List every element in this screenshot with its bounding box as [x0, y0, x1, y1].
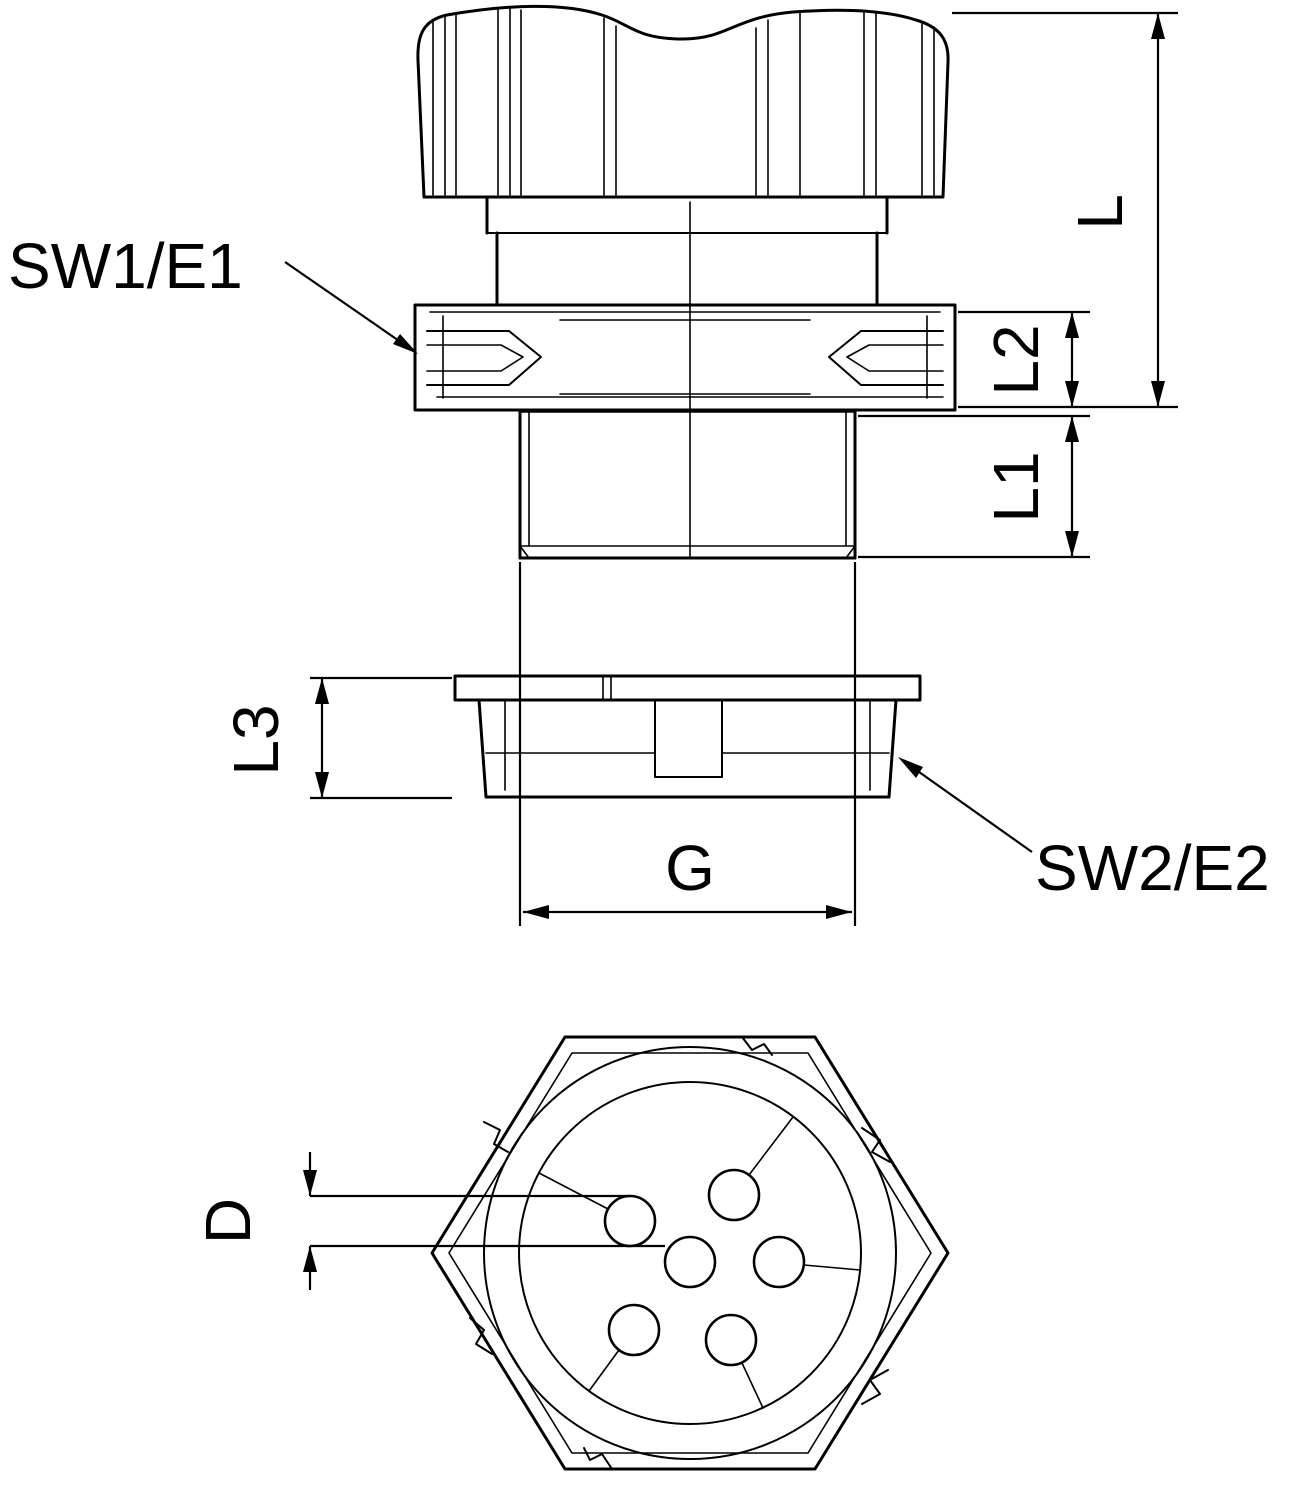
cable-entry-hole [752, 1235, 806, 1289]
hexagon-outline [430, 1035, 950, 1471]
hex-nut-side-view [413, 303, 957, 412]
cable-entry-hole [663, 1235, 717, 1289]
dimension-g: G [518, 562, 857, 926]
cable-entry-hole [707, 1168, 761, 1222]
cable-entry-hole [607, 1303, 661, 1357]
arrowhead [1065, 312, 1079, 338]
arrowhead [303, 1246, 317, 1272]
label-dim-g: G [665, 832, 715, 904]
arrowhead [393, 334, 418, 354]
cable-entry-hole [704, 1313, 758, 1367]
dimension-l1: L1 [858, 414, 1090, 559]
label-dim-l: L [1064, 194, 1136, 230]
mould-wave-marks [469, 1036, 891, 1470]
hexagon-inner-line [448, 1052, 932, 1454]
arrowhead [1151, 381, 1165, 407]
side-view [413, 4, 957, 560]
label-sw2-e2: SW2/E2 [1035, 832, 1270, 904]
label-dim-l2: L2 [980, 324, 1052, 395]
arrowhead [1065, 531, 1079, 557]
dimension-l: L [952, 11, 1178, 409]
label-dim-d: D [192, 1198, 264, 1244]
dimension-l2: L2 [958, 310, 1090, 407]
arrowhead [523, 905, 549, 919]
bottom-view [430, 1035, 950, 1471]
arrowhead [315, 678, 329, 704]
locknut-side-view [453, 674, 922, 799]
label-sw1-e1: SW1/E1 [8, 230, 243, 302]
dimension-d: D [192, 1152, 665, 1290]
sw1-callout: SW1/E1 [8, 230, 418, 354]
label-dim-l1: L1 [980, 451, 1052, 522]
arrowhead [1065, 381, 1079, 407]
sealing-insert-circle [518, 1081, 862, 1425]
insert-slit-lines [538, 1116, 861, 1409]
arrowhead [1151, 13, 1165, 39]
cable-entry-hole [603, 1194, 657, 1248]
arrowhead [303, 1170, 317, 1196]
dimension-l3: L3 [220, 676, 452, 800]
arrowhead [315, 772, 329, 798]
arrowhead [898, 757, 923, 778]
outer-circle [483, 1046, 897, 1460]
arrowhead [1065, 416, 1079, 442]
sw2-callout: SW2/E2 [898, 757, 1270, 904]
thread-section [518, 410, 857, 560]
arrowhead [826, 905, 852, 919]
cap-neck [485, 195, 889, 307]
cap-outline [416, 4, 950, 199]
label-dim-l3: L3 [220, 704, 292, 775]
cap-grip-lines [432, 8, 935, 196]
